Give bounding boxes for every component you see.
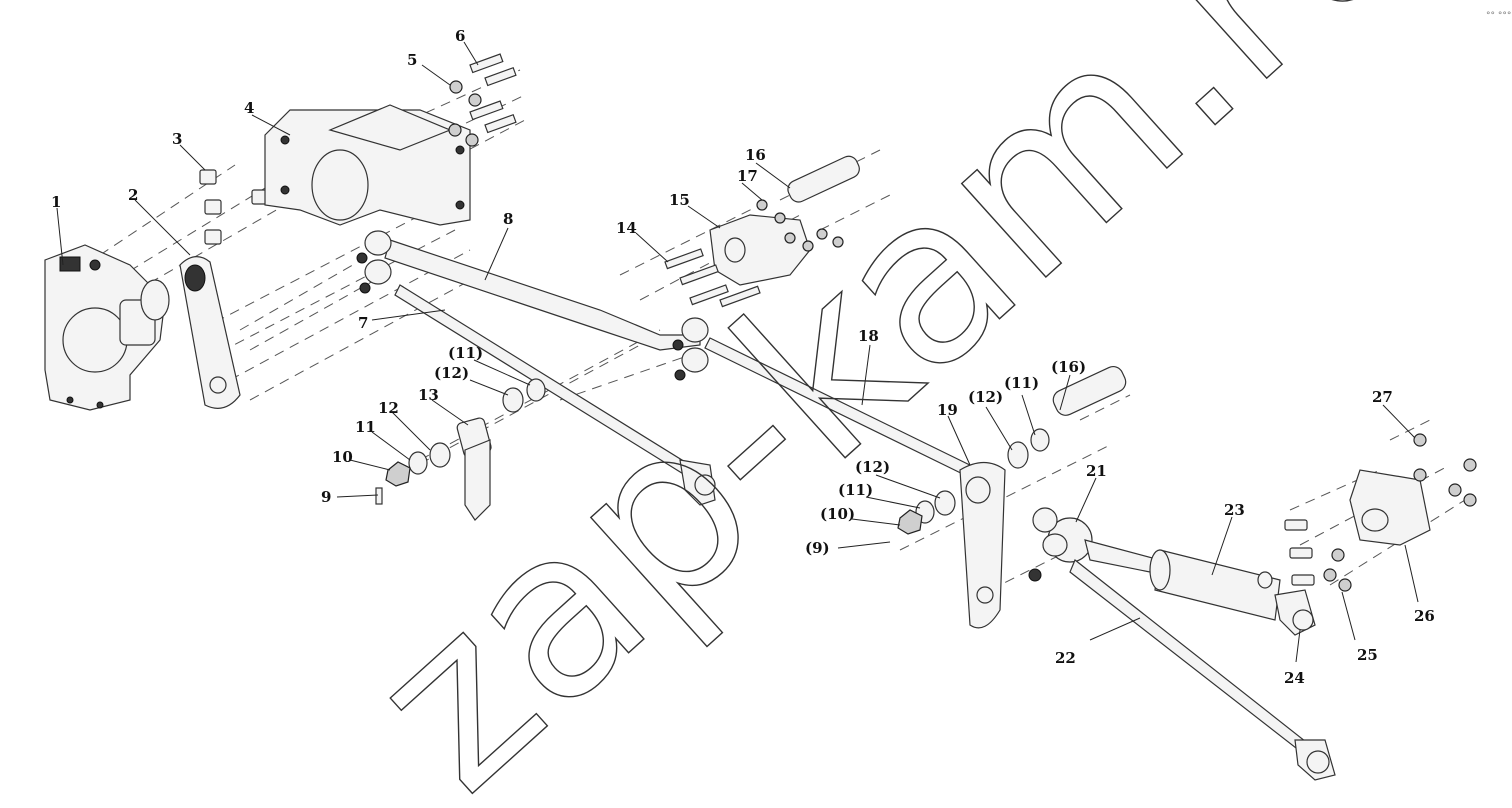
- callout-5: 5: [407, 51, 417, 69]
- callout-14: 14: [616, 219, 637, 237]
- callout-12: 12: [378, 399, 399, 417]
- bolts-14: [664, 248, 761, 308]
- callout-11-paren-c: (11): [838, 481, 873, 499]
- callout-25: 25: [1357, 646, 1378, 664]
- callout-3: 3: [172, 130, 182, 148]
- callout-24: 24: [1284, 669, 1305, 687]
- bracket-4: [264, 104, 471, 226]
- center-rod-18: [672, 317, 981, 481]
- callout-27: 27: [1372, 388, 1393, 406]
- callout-12-paren-c: (12): [855, 458, 890, 476]
- callout-2: 2: [128, 186, 138, 204]
- callout-10: 10: [332, 448, 353, 466]
- tie-rod-22: [1069, 559, 1336, 781]
- link-rod-7: [394, 284, 716, 506]
- steering-gear: [44, 244, 170, 411]
- callout-22: 22: [1055, 649, 1076, 667]
- drag-link-8: [356, 230, 701, 351]
- callout-13: 13: [418, 386, 439, 404]
- callout-18: 18: [858, 327, 879, 345]
- callout-labels: 1 2 3 4 5 6 7 8 9 10 11 12 13 14 15 16 1…: [51, 27, 1435, 687]
- power-cylinder-23: [1084, 539, 1316, 636]
- callout-9: 9: [321, 488, 331, 506]
- callout-9-paren: (9): [805, 539, 830, 557]
- idler-arm-group: [375, 378, 546, 521]
- joint-21: [1028, 507, 1093, 582]
- bracket-26: [1284, 433, 1477, 592]
- callout-11-paren-a: (11): [448, 344, 483, 362]
- callout-4: 4: [244, 99, 254, 117]
- callout-21: 21: [1086, 462, 1107, 480]
- callout-7: 7: [358, 314, 368, 332]
- callout-12-paren-a: (12): [434, 364, 469, 382]
- callout-15: 15: [669, 191, 690, 209]
- nuts-bolts-5-6: [448, 53, 517, 147]
- pitman-arm: [179, 256, 241, 409]
- callout-1: 1: [51, 193, 61, 211]
- callout-12-paren-b: (12): [968, 388, 1003, 406]
- leader-lines: [56, 41, 1419, 663]
- callout-17: 17: [737, 167, 758, 185]
- callout-11: 11: [355, 418, 376, 436]
- callout-6: 6: [455, 27, 465, 45]
- callout-16-paren: (16): [1051, 358, 1086, 376]
- callout-8: 8: [503, 210, 513, 228]
- center-bracket-15: [709, 155, 860, 286]
- callout-10-paren: (10): [820, 505, 855, 523]
- callout-23: 23: [1224, 501, 1245, 519]
- corner-mark: °° °°°: [1486, 11, 1511, 21]
- callout-11-paren-b: (11): [1004, 374, 1039, 392]
- lever-19: [897, 365, 1127, 629]
- callout-26: 26: [1414, 607, 1435, 625]
- callout-16: 16: [745, 146, 766, 164]
- callout-19: 19: [937, 401, 958, 419]
